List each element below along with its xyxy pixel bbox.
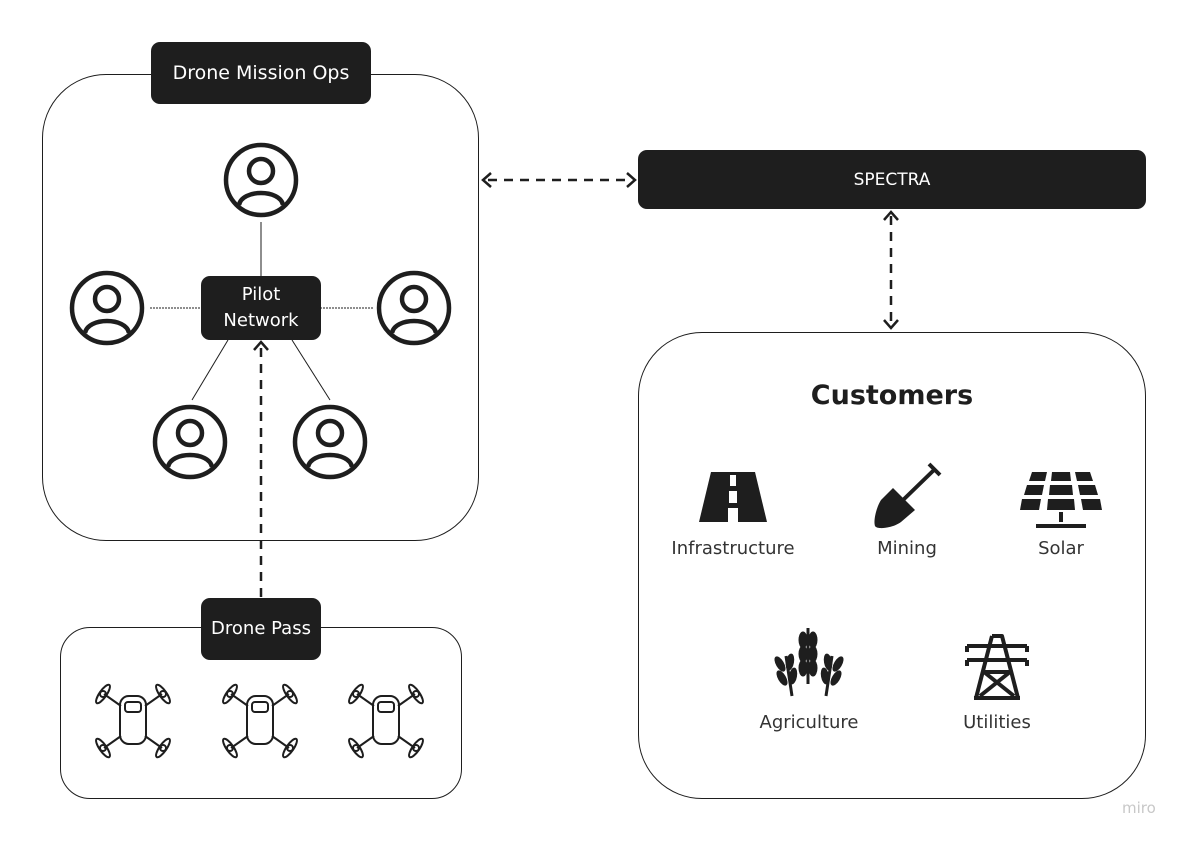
customers-frame [638, 332, 1146, 799]
wheat-icon [774, 628, 844, 697]
shovel-icon [874, 462, 942, 529]
drone-icon [222, 683, 298, 759]
agriculture-label: Agriculture [759, 712, 859, 733]
infrastructure-label: Infrastructure [671, 538, 795, 559]
pilot-avatar-icon [69, 270, 145, 346]
solar-label: Solar [1038, 538, 1084, 559]
utilities-label: Utilities [963, 712, 1031, 733]
solar-panel-icon [1020, 472, 1102, 528]
drone-pass-node[interactable]: Drone Pass [201, 598, 321, 660]
miro-watermark: miro [1122, 799, 1156, 817]
drone-icon [95, 683, 171, 759]
mining-label: Mining [877, 538, 937, 559]
spectra-node[interactable]: SPECTRA [638, 150, 1146, 209]
pilot-network-line2: Network [223, 310, 299, 331]
drone-icon [348, 683, 424, 759]
drone-mission-ops-title[interactable]: Drone Mission Ops [151, 42, 371, 104]
pilot-avatar-icon [376, 270, 452, 346]
road-icon [699, 472, 767, 522]
pilot-network-node[interactable]: Pilot Network [201, 276, 321, 340]
pilot-network-line1: Pilot [241, 284, 281, 305]
pilot-avatar-icon [152, 404, 228, 480]
customers-title: Customers [810, 380, 974, 411]
power-tower-icon [965, 634, 1029, 700]
pilot-avatar-icon [223, 142, 299, 218]
pilot-avatar-icon [292, 404, 368, 480]
